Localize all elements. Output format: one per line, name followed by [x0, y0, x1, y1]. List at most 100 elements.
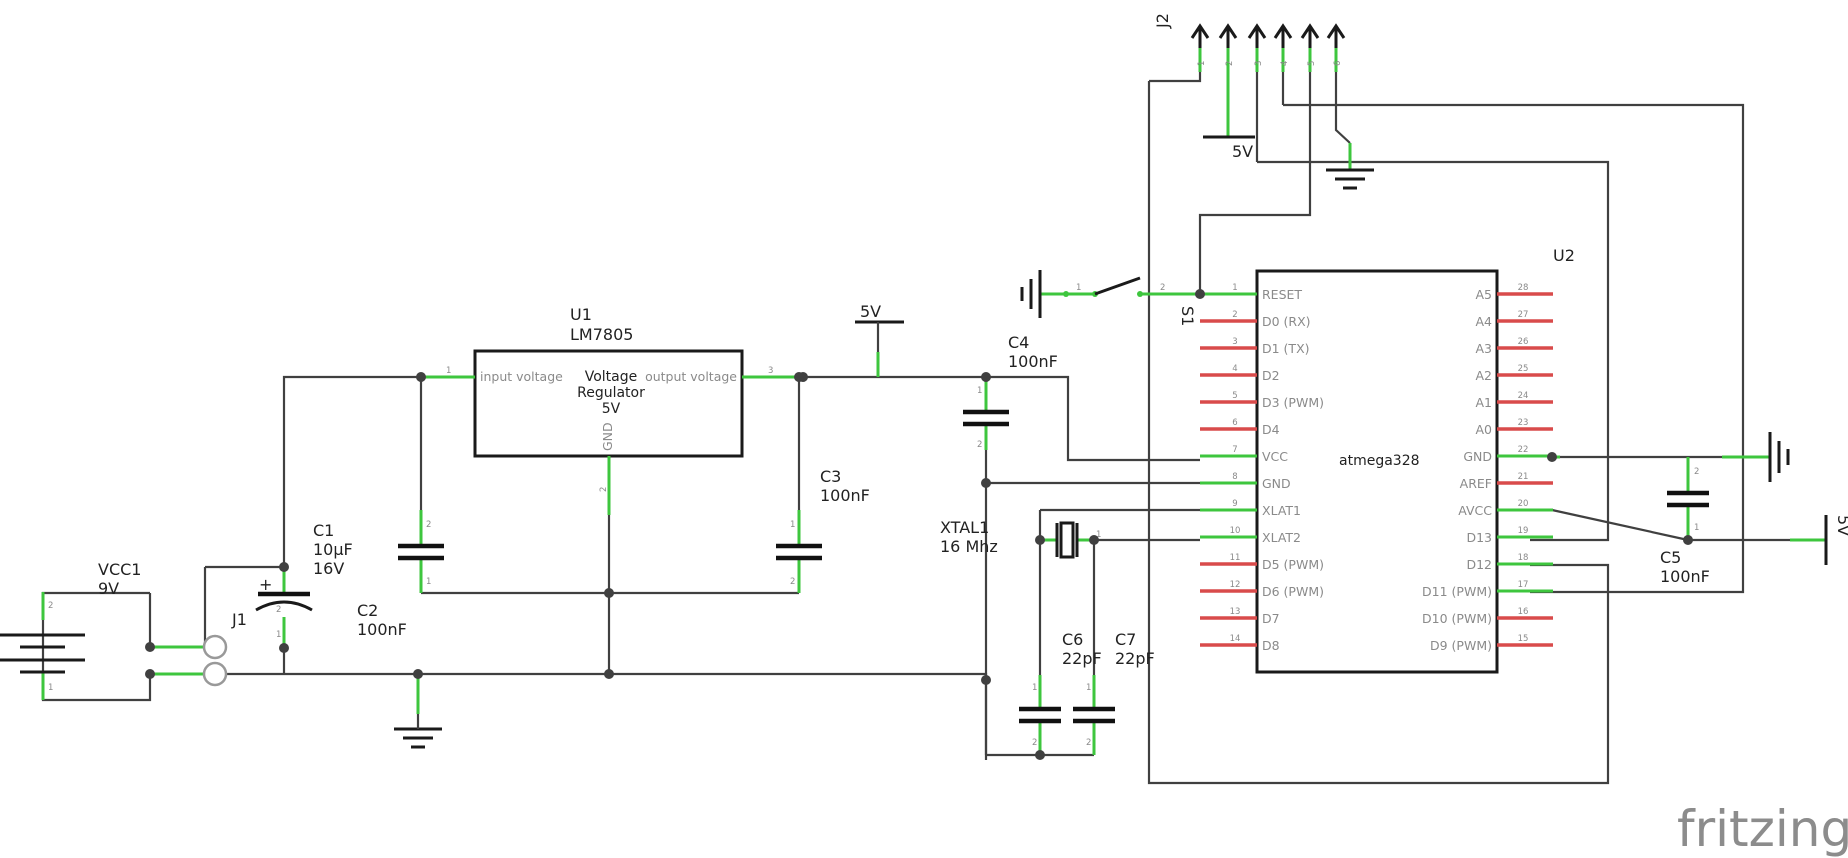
c6-value: 22pF	[1062, 649, 1102, 668]
u2-pin-17-name: D11 (PWM)	[1422, 584, 1492, 599]
vcc1-value: 9V	[98, 579, 119, 598]
u2-pin-12-name: D6 (PWM)	[1262, 584, 1324, 599]
u2-pin-27-number: 27	[1518, 310, 1529, 320]
ground-symbol-j2	[1326, 143, 1374, 190]
u2-pin-23-number: 23	[1518, 418, 1529, 428]
j2-pin-1-arrow	[1190, 23, 1210, 48]
xtal1-pin1-label: 1	[1096, 530, 1101, 540]
s1-ref: S1	[1178, 306, 1197, 326]
c1-polarity: +	[259, 575, 272, 594]
c7-ref: C7	[1115, 630, 1136, 649]
u2-part: atmega328	[1339, 453, 1420, 469]
j2-pin-3-label: 3	[1254, 61, 1264, 66]
u2-pin-8-name: GND	[1262, 476, 1291, 491]
j2-pin-1-label: 1	[1197, 61, 1207, 66]
vcc-j2-label: 5V	[1232, 142, 1253, 161]
u2-pin-7-name: VCC	[1262, 449, 1288, 464]
u2-pin-14-name: D8	[1262, 638, 1280, 653]
u1-pin3-num: 3	[768, 366, 773, 376]
u2-pin-17-number: 17	[1518, 580, 1529, 590]
c5-value: 100nF	[1660, 567, 1710, 586]
u2-pin-18-name: D12	[1466, 557, 1492, 572]
regulator-u1: U1 LM7805 Voltage Regulator 5V input vol…	[421, 305, 799, 515]
vcc1-pin2-label: 2	[48, 601, 53, 611]
u2-pin-21-name: AREF	[1460, 476, 1492, 491]
u2-pin-1-name: RESET	[1262, 287, 1302, 302]
c3-pin1-label: 1	[790, 520, 795, 530]
u2-pin-19-name: D13	[1466, 530, 1492, 545]
u2-pin-21-number: 21	[1518, 472, 1529, 482]
j2-pin-2-arrow	[1218, 23, 1238, 48]
u2-pin-25-number: 25	[1518, 364, 1529, 374]
u2-pin-1-number: 1	[1232, 283, 1237, 293]
c2-pin1-label: 1	[426, 577, 431, 587]
junction-dots	[145, 289, 1693, 760]
s1-pin1-label: 1	[1076, 283, 1081, 293]
u2-pin-4-number: 4	[1232, 364, 1237, 374]
c1-value: 10µF	[313, 540, 353, 559]
u2-pin-22-number: 22	[1518, 445, 1529, 455]
u2-pin-26-name: A3	[1475, 341, 1492, 356]
u1-pin-out-label: output voltage	[645, 369, 737, 384]
c7-pin1-label: 1	[1086, 683, 1091, 693]
j2-pin-5-arrow	[1300, 23, 1320, 48]
u2-pin-6-number: 6	[1232, 418, 1237, 428]
c6-pin1-label: 1	[1032, 683, 1037, 693]
j2-ref: J2	[1153, 13, 1172, 29]
j2-pin-2-label: 2	[1225, 61, 1235, 66]
u2-pin-24-name: A1	[1475, 395, 1492, 410]
c2-ref: C2	[357, 601, 378, 620]
u2-pin-11-number: 11	[1230, 553, 1241, 563]
u2-pin-7-number: 7	[1232, 445, 1237, 455]
u1-ref: U1	[570, 305, 592, 324]
capacitor-c2: 2 1 C2 100nF	[357, 510, 444, 639]
s1-pin2-label: 2	[1160, 283, 1165, 293]
u2-pin-10-number: 10	[1230, 526, 1241, 536]
u2-pin-12-number: 12	[1230, 580, 1241, 590]
u2-pin-6-name: D4	[1262, 422, 1280, 437]
c4-ref: C4	[1008, 333, 1029, 352]
vcc1-pin1-label: 1	[48, 683, 53, 693]
u2-right-pins: 28A527A426A325A224A123A022GND21AREF20AVC…	[1422, 283, 1553, 653]
c1-pin1-label: 1	[276, 630, 281, 640]
u2-pin-23-name: A0	[1475, 422, 1492, 437]
u2-ref: U2	[1553, 246, 1575, 265]
j2-pin-3-arrow	[1247, 23, 1267, 48]
u2-pin-14-number: 14	[1230, 634, 1241, 644]
j2-pin-4-arrow	[1273, 23, 1293, 48]
xtal1-ref: XTAL1	[940, 518, 989, 537]
capacitor-c4: 1 2 C4 100nF	[963, 333, 1058, 450]
u1-pin1-num: 1	[446, 366, 451, 376]
u2-pin-13-name: D7	[1262, 611, 1280, 626]
u2-pin-9-number: 9	[1232, 499, 1237, 509]
c3-value: 100nF	[820, 486, 870, 505]
u2-pin-10-name: XLAT2	[1262, 530, 1301, 545]
j1-ref: J1	[231, 610, 247, 629]
u1-body-line2: Regulator	[577, 385, 645, 401]
capacitor-c5: 2 1 C5 100nF	[1660, 457, 1710, 586]
u2-pin-28-number: 28	[1518, 283, 1529, 293]
u2-pin-5-name: D3 (PWM)	[1262, 395, 1324, 410]
capacitor-c6: 1 2 C6 22pF	[1019, 630, 1102, 755]
u2-pin-24-number: 24	[1518, 391, 1529, 401]
c5-pin1-label: 1	[1694, 523, 1699, 533]
j2-pin-6-label: 6	[1333, 61, 1343, 66]
u2-pin-2-number: 2	[1232, 310, 1237, 320]
c4-pin1-label: 1	[977, 386, 982, 396]
c4-value: 100nF	[1008, 352, 1058, 371]
u2-pin-20-number: 20	[1518, 499, 1529, 509]
c1-pin2-label: 2	[276, 605, 281, 615]
vcc-symbol-j2: 5V	[1203, 72, 1255, 161]
u1-pin-in-label: input voltage	[480, 369, 563, 384]
vcc-symbol-right: 5V	[1790, 515, 1848, 565]
ground-symbol-bottom	[394, 674, 442, 749]
c3-ref: C3	[820, 467, 841, 486]
c5-pin2-label: 2	[1694, 467, 1699, 477]
vcc1-ref: VCC1	[98, 560, 141, 579]
u1-body-line3: 5V	[602, 401, 621, 417]
xtal1-value: 16 Mhz	[940, 537, 998, 556]
